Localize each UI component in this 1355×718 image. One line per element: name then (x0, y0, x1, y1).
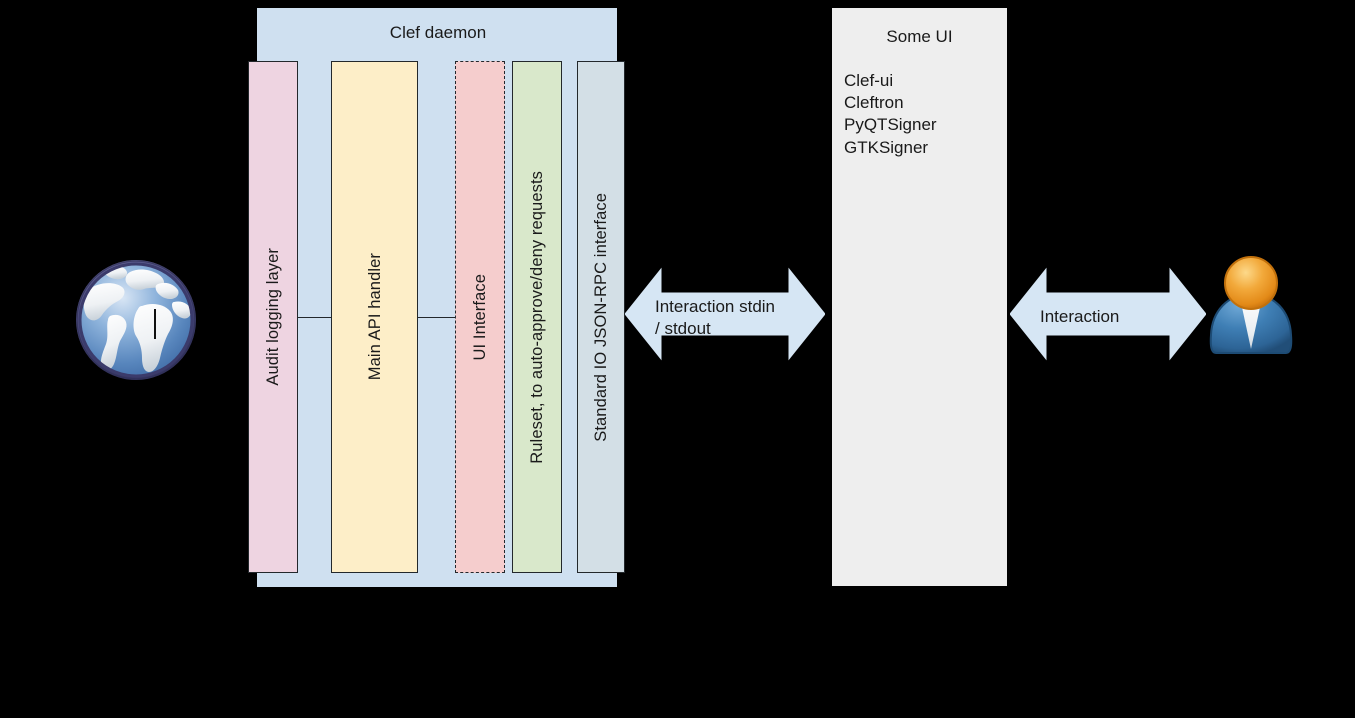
globe-icon (70, 254, 202, 386)
lane-standard-io-json-rpc-interface: Standard IO JSON-RPC interface (577, 61, 625, 573)
arrow-interaction-stdio-label: Interaction stdin / stdout (655, 297, 776, 338)
lane-api-label: Main API handler (365, 253, 384, 381)
lane-main-api-handler: Main API handler (331, 61, 418, 573)
lane-ui-label: UI Interface (471, 273, 489, 361)
list-item: Cleftron (844, 93, 904, 113)
arrow-interaction-user-label: Interaction (1040, 307, 1120, 326)
lane-audit-label: Audit logging layer (264, 248, 282, 386)
arrow-interaction-stdio (625, 267, 825, 361)
clef-daemon-title: Clef daemon (389, 23, 487, 42)
list-item: GTKSigner (844, 137, 929, 157)
clef-daemon-container: Clef daemon (257, 8, 617, 587)
connector-audit-to-api (297, 317, 332, 318)
lane-ruleset-label: Ruleset, to auto-approve/deny requests (528, 170, 546, 464)
arrow-interaction-user (1010, 267, 1206, 361)
lane-ruleset: Ruleset, to auto-approve/deny requests (512, 61, 562, 573)
lane-jsonrpc-label: Standard IO JSON-RPC interface (592, 192, 610, 442)
some-ui-list: Clef-ui Cleftron PyQTSigner GTKSigner (844, 70, 937, 159)
some-ui-container: Some UI Clef-ui Cleftron PyQTSigner GTKS… (832, 8, 1007, 586)
lane-ui-interface: UI Interface (455, 61, 505, 573)
lane-audit-logging-layer: Audit logging layer (248, 61, 298, 573)
connector-api-to-ui (417, 317, 456, 318)
list-item: PyQTSigner (844, 115, 937, 135)
some-ui-title: Some UI (886, 27, 953, 46)
user-icon (1204, 253, 1298, 357)
list-item: Clef-ui (844, 71, 894, 90)
